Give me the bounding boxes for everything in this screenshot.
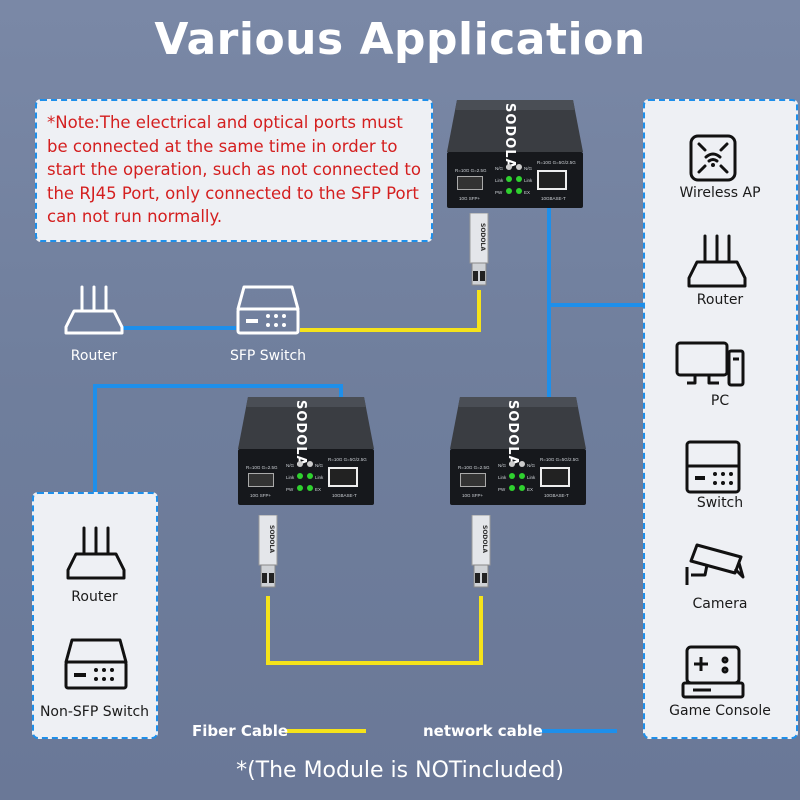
rj45-speed-text: R=10G G=5G/2.5G	[328, 457, 367, 462]
led-indicator	[519, 473, 525, 479]
sfp-speed-text: R=10G G=2.5G	[455, 168, 487, 173]
legend-fiber-label: Fiber Cable	[192, 722, 289, 740]
switch-icon	[64, 638, 128, 690]
led-label: Link	[315, 475, 324, 480]
led-label: PW	[286, 487, 294, 492]
led-indicator	[307, 473, 313, 479]
pc-label: PC	[710, 393, 730, 409]
sfp-module: SODOLA	[471, 515, 491, 588]
led-label: N/G	[527, 463, 536, 468]
camera-icon	[685, 543, 745, 585]
rj45-port[interactable]	[537, 170, 567, 190]
media-converter: SODOLA R=10G G=2.5G 10G SFP+ N/G Link PW…	[447, 100, 583, 210]
pc-icon	[675, 341, 745, 387]
led-indicator	[509, 461, 515, 467]
led-label: N/G	[524, 166, 533, 171]
led-label: N/G	[495, 166, 504, 171]
sfp-port[interactable]	[457, 176, 483, 190]
led-label: EX	[527, 487, 534, 492]
led-label: EX	[315, 487, 322, 492]
led-indicator	[509, 485, 515, 491]
converter-body	[238, 397, 374, 449]
led-indicator	[307, 485, 313, 491]
led-label: N/G	[286, 463, 295, 468]
sfp-module: SODOLA	[469, 213, 489, 286]
rj45-speed-text: R=10G G=5G/2.5G	[537, 160, 576, 165]
led-label: Link	[495, 178, 504, 183]
led-indicator	[516, 176, 522, 182]
sfp-speed-text: R=10G G=2.5G	[246, 465, 278, 470]
led-indicator	[506, 176, 512, 182]
sfp-port-label: 10G SFP+	[250, 493, 272, 498]
sfp-port-label: 10G SFP+	[462, 493, 484, 498]
led-label: EX	[524, 190, 531, 195]
converter-body	[447, 100, 583, 152]
converter-body	[450, 397, 586, 449]
module-brand: SODOLA	[268, 525, 275, 553]
led-indicator	[506, 188, 512, 194]
note-box: *Note:The electrical and optical ports m…	[35, 99, 433, 242]
led-label: PW	[498, 487, 506, 492]
sfp-speed-text: R=10G G=2.5G	[458, 465, 490, 470]
router-icon	[687, 234, 747, 288]
footer-note: *(The Module is NOTincluded)	[236, 758, 564, 783]
left-router-label: Router	[71, 589, 118, 605]
led-indicator	[519, 485, 525, 491]
game-console-icon	[681, 645, 745, 699]
camera-label: Camera	[692, 596, 748, 612]
led-indicator	[519, 461, 525, 467]
led-label: Link	[527, 475, 536, 480]
router-icon	[66, 526, 126, 580]
router-icon	[64, 285, 124, 335]
page-title: Various Application	[154, 14, 646, 65]
sfp-module: SODOLA	[258, 515, 278, 588]
led-label: PW	[495, 190, 503, 195]
rj45-port-label: 10GBASE-T	[332, 493, 357, 498]
sfp-port[interactable]	[460, 473, 486, 487]
led-indicator	[297, 473, 303, 479]
led-indicator	[297, 461, 303, 467]
led-label: Link	[524, 178, 533, 183]
module-brand: SODOLA	[481, 525, 488, 553]
converter-brand: SODOLA	[293, 400, 308, 467]
media-converter: SODOLA R=10G G=2.5G 10G SFP+ N/G Link PW…	[450, 397, 586, 507]
led-indicator	[509, 473, 515, 479]
wireless-ap-label: Wireless AP	[679, 185, 761, 201]
sfp-port[interactable]	[248, 473, 274, 487]
rj45-port-label: 10GBASE-T	[541, 196, 566, 201]
game-console-label: Game Console	[669, 703, 771, 719]
legend-network-label: network cable	[423, 722, 543, 740]
led-indicator	[297, 485, 303, 491]
led-label: N/G	[315, 463, 324, 468]
rj45-port-label: 10GBASE-T	[544, 493, 569, 498]
converter-brand: SODOLA	[505, 400, 520, 467]
converter-brand: SODOLA	[502, 103, 517, 170]
left-device-panel: Router Non-SFP Switch	[32, 492, 158, 739]
led-indicator	[307, 461, 313, 467]
rj45-port[interactable]	[540, 467, 570, 487]
led-label: Link	[286, 475, 295, 480]
led-label: Link	[498, 475, 507, 480]
sfp-switch-icon	[236, 285, 300, 335]
led-indicator	[516, 188, 522, 194]
rj45-port[interactable]	[328, 467, 358, 487]
router-label: Router	[70, 348, 118, 364]
switch-icon	[685, 440, 741, 494]
led-indicator	[516, 164, 522, 170]
fiber-cable-switch-top	[300, 290, 481, 332]
fiber-cable-bottom	[266, 596, 483, 665]
led-indicator	[506, 164, 512, 170]
right-router-label: Router	[696, 292, 744, 308]
rj45-speed-text: R=10G G=5G/2.5G	[540, 457, 579, 462]
sfp-port-label: 10G SFP+	[459, 196, 481, 201]
media-converter: SODOLA R=10G G=2.5G 10G SFP+ N/G Link PW…	[238, 397, 374, 507]
led-label: N/G	[498, 463, 507, 468]
module-brand: SODOLA	[479, 223, 486, 251]
left-switch-label: Non-SFP Switch	[39, 704, 150, 720]
switch-label: Switch	[696, 495, 744, 511]
sfp-switch-label: SFP Switch	[229, 348, 307, 364]
wireless-ap-icon	[689, 134, 737, 182]
right-device-panel: Wireless AP Router PC Switch Camera	[643, 99, 798, 739]
